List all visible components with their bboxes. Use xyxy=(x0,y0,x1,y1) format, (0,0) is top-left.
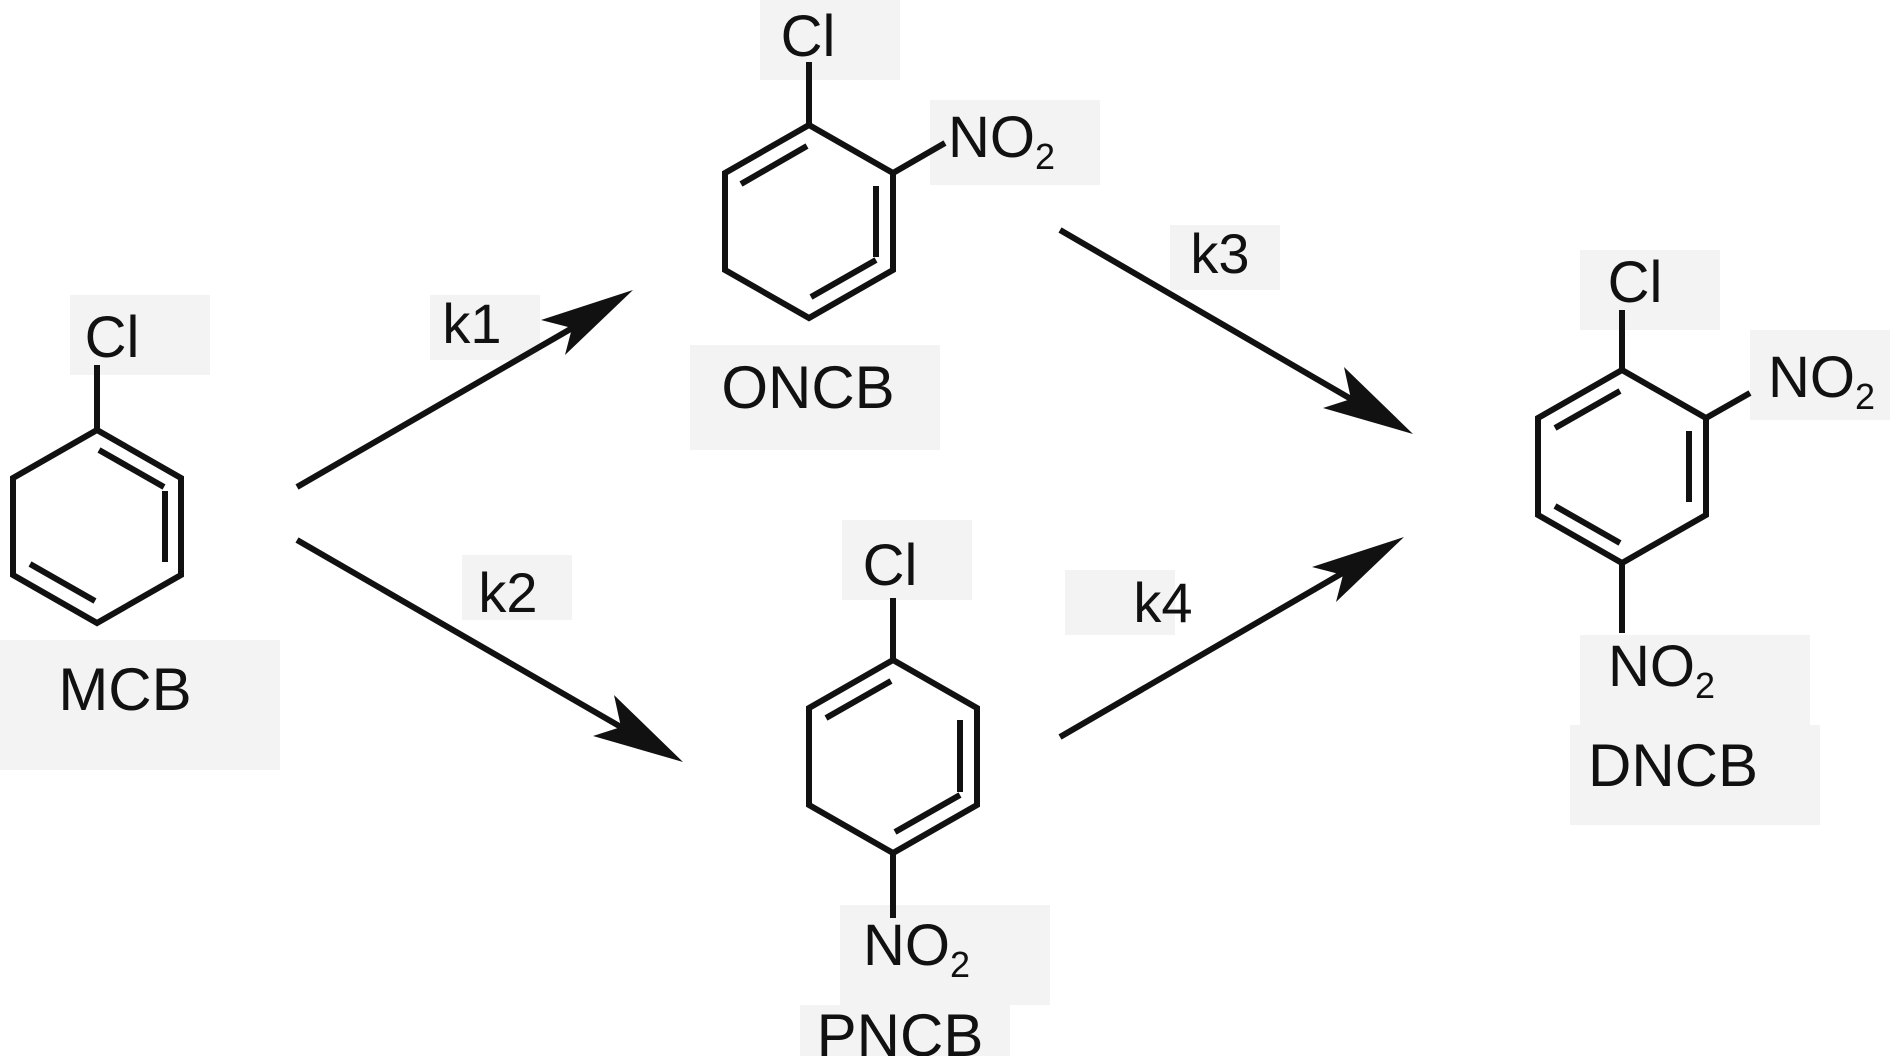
dncb-label-bg xyxy=(1570,725,1820,825)
nitro-group: NO2 xyxy=(863,913,970,985)
reaction-arrow-k1: k1 xyxy=(295,290,633,490)
chlorine-atom: Cl xyxy=(85,305,140,370)
arrow-shaft xyxy=(1058,557,1367,740)
rate-constant-k3: k3 xyxy=(1190,222,1249,285)
nitro-group-para: NO2 xyxy=(1608,634,1715,706)
compound-name-pncb: PNCB xyxy=(817,1002,984,1056)
k3-bg xyxy=(1170,225,1280,290)
oncb-structure: Cl NO2 ONCB xyxy=(721,4,1055,421)
reaction-arrow-k4: k4 xyxy=(1058,537,1404,740)
pncb-no2-bg xyxy=(840,905,1050,1005)
arrowhead-icon xyxy=(1323,367,1413,434)
chlorine-atom: Cl xyxy=(781,4,836,69)
arrow-shaft xyxy=(295,537,642,741)
nitro-no: NO xyxy=(1608,634,1695,699)
benzene-ring xyxy=(722,121,896,322)
rate-constant-k4: k4 xyxy=(1133,571,1192,634)
nitro-subscript: 2 xyxy=(1035,136,1055,177)
arrowhead-icon xyxy=(593,695,683,762)
k2-bg xyxy=(462,555,572,620)
arrowhead-icon xyxy=(1312,537,1404,602)
reaction-arrow-k2: k2 xyxy=(295,537,683,762)
nitro-subscript: 2 xyxy=(1855,376,1875,417)
nitro-no: NO xyxy=(863,913,950,978)
arrow-shaft xyxy=(1058,227,1372,413)
c-n-bond xyxy=(891,140,947,176)
pncb-structure: Cl NO2 PNCB xyxy=(806,533,984,1056)
arrowhead-icon xyxy=(541,290,633,355)
pncb-label-bg xyxy=(800,1005,1010,1056)
pncb-cl-bg xyxy=(842,520,972,600)
nitro-group-ortho: NO2 xyxy=(1768,345,1875,417)
nitro-subscript: 2 xyxy=(950,944,970,985)
c-n-bond-ortho xyxy=(1704,390,1752,421)
chlorine-atom: Cl xyxy=(863,533,918,598)
nitro-group: NO2 xyxy=(948,105,1055,177)
k4-bg xyxy=(1065,570,1175,635)
dncb-no2-right-bg xyxy=(1750,330,1890,420)
rate-constant-k1: k1 xyxy=(442,292,501,355)
dncb-cl-bg xyxy=(1580,250,1720,330)
dncb-no2-bottom-bg xyxy=(1580,635,1810,725)
compound-name-mcb: MCB xyxy=(58,656,191,723)
chlorine-atom: Cl xyxy=(1608,250,1663,315)
benzene-ring xyxy=(806,656,980,857)
rate-constant-k2: k2 xyxy=(478,561,537,624)
oncb-no2-bg xyxy=(930,100,1100,185)
nitro-no: NO xyxy=(1768,345,1855,410)
oncb-cl-bg xyxy=(760,0,900,80)
compound-name-dncb: DNCB xyxy=(1588,732,1758,799)
benzene-ring xyxy=(10,426,184,627)
k1-bg xyxy=(430,295,540,360)
nitro-subscript: 2 xyxy=(1695,665,1715,706)
benzene-ring xyxy=(1535,366,1709,567)
oncb-label-bg xyxy=(690,345,940,450)
mcb-cl-bg xyxy=(70,295,210,375)
compound-name-oncb: ONCB xyxy=(721,354,894,421)
nitro-no: NO xyxy=(948,105,1035,170)
dncb-structure: Cl NO2 NO2 DNCB xyxy=(1535,250,1875,799)
mcb-structure: Cl MCB xyxy=(10,305,192,723)
arrow-shaft xyxy=(295,309,602,490)
reaction-arrow-k3: k3 xyxy=(1058,222,1413,434)
mcb-label-bg xyxy=(0,640,280,770)
